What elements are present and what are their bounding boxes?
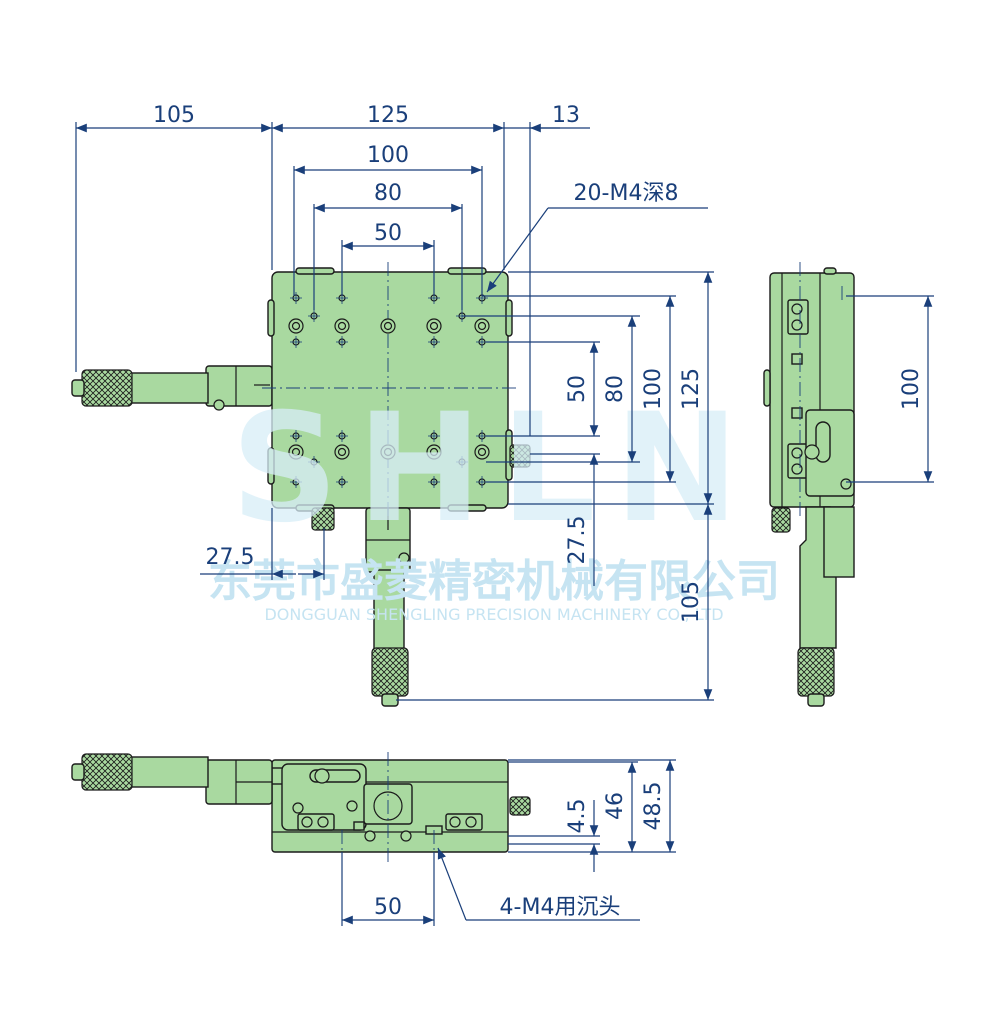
tapped-hole bbox=[290, 476, 302, 488]
tapped-hole bbox=[290, 336, 302, 348]
tapped-hole bbox=[290, 430, 302, 442]
dim-105-right: 105 bbox=[679, 581, 704, 623]
dim-100-side: 100 bbox=[899, 368, 924, 410]
counterbore-hole-inner bbox=[291, 321, 301, 331]
callout-holes: 20-M4深8 bbox=[574, 181, 679, 206]
front-view bbox=[71, 752, 531, 862]
dim-80-right: 80 bbox=[603, 375, 628, 403]
tapped-hole bbox=[336, 336, 348, 348]
tapped-hole bbox=[336, 476, 348, 488]
dim-27-5-left: 27.5 bbox=[206, 545, 255, 570]
dim-46: 46 bbox=[603, 792, 628, 820]
dim-50-bottom: 50 bbox=[374, 895, 402, 920]
counterbore-hole-inner bbox=[477, 321, 487, 331]
dim-50-right: 50 bbox=[565, 375, 590, 403]
counterbore-hole-inner bbox=[337, 321, 347, 331]
tapped-hole bbox=[290, 292, 302, 304]
left-micrometer bbox=[71, 365, 273, 411]
counterbore-hole-inner bbox=[291, 447, 301, 457]
dim-100-right: 100 bbox=[641, 368, 666, 410]
tapped-hole bbox=[336, 430, 348, 442]
counterbore-hole-inner bbox=[337, 447, 347, 457]
dim-27-5-right: 27.5 bbox=[565, 516, 590, 565]
side-screws bbox=[787, 299, 809, 479]
watermark: SHLN 东莞市盛菱精密机械有限公司 DONGGUAN SHENGLING PR… bbox=[208, 382, 780, 624]
tapped-hole bbox=[476, 430, 488, 442]
dim-100-top: 100 bbox=[367, 143, 409, 168]
bottom-lock-knob[interactable] bbox=[311, 507, 335, 531]
tapped-hole bbox=[456, 456, 468, 468]
counterbore-hole-inner bbox=[429, 321, 439, 331]
tapped-hole bbox=[428, 430, 440, 442]
dim-105-left: 105 bbox=[153, 103, 195, 128]
top-view bbox=[71, 262, 531, 707]
bottom-micrometer bbox=[365, 507, 411, 707]
dim-13: 13 bbox=[552, 103, 580, 128]
side-view bbox=[763, 262, 855, 707]
top-hole-pattern bbox=[288, 292, 490, 488]
counterbore-hole-inner bbox=[383, 321, 393, 331]
watermark-logo: SHLN bbox=[231, 382, 758, 556]
dim-80-top: 80 bbox=[374, 181, 402, 206]
tapped-hole bbox=[308, 310, 320, 322]
tapped-hole bbox=[428, 476, 440, 488]
counterbore-hole-inner bbox=[383, 447, 393, 457]
watermark-company-en: DONGGUAN SHENGLING PRECISION MACHINERY C… bbox=[264, 605, 723, 624]
tapped-hole bbox=[428, 336, 440, 348]
dim-125-right: 125 bbox=[679, 368, 704, 410]
dimensions: 105 125 13 100 80 50 20-M4深8 50 bbox=[75, 103, 934, 926]
dim-4-5: 4.5 bbox=[565, 799, 590, 834]
counterbore-hole-inner bbox=[477, 447, 487, 457]
counterbore-hole-inner bbox=[429, 447, 439, 457]
dim-50-top: 50 bbox=[374, 221, 402, 246]
tapped-hole bbox=[476, 476, 488, 488]
callout-mount: 4-M4用沉头 bbox=[500, 895, 621, 920]
dim-125-top: 125 bbox=[367, 103, 409, 128]
watermark-company-cn: 东莞市盛菱精密机械有限公司 bbox=[208, 556, 780, 607]
dim-48-5: 48.5 bbox=[641, 782, 666, 831]
tapped-hole bbox=[308, 456, 320, 468]
